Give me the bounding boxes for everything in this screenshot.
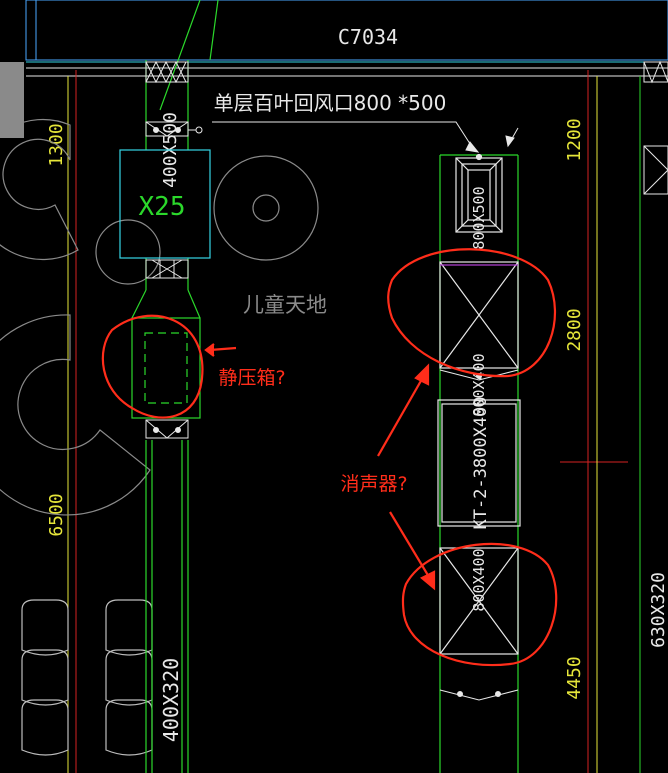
flex-connector-mid — [145, 259, 189, 279]
air-handling-unit — [437, 399, 521, 527]
silencer-lower-circle-mark — [401, 542, 558, 667]
silencer-upper-circle-mark — [387, 248, 557, 378]
plenum-question-label: 静压箱? — [218, 367, 285, 389]
plenum-circle-mark — [101, 314, 204, 419]
plenum-arrow — [209, 346, 237, 352]
room-code-label: C7034 — [338, 25, 398, 49]
exhaust-box-code: X25 — [139, 192, 186, 222]
silencer-question-label: 消声器? — [340, 473, 407, 495]
wall-column-block — [0, 62, 24, 138]
seating-row — [21, 599, 153, 756]
red-annotations — [101, 248, 558, 667]
silencer-upper — [439, 261, 519, 369]
room-name: 儿童天地 — [243, 293, 327, 317]
dimension-right-top: 1200 — [564, 118, 585, 161]
exhaust-box-x25 — [119, 149, 211, 259]
dimension-right-mid: 2800 — [564, 308, 585, 351]
top-wall-frame — [25, 0, 668, 77]
grille-leader-line — [212, 121, 519, 153]
air-handling-unit-label: KT-2-3800X400 — [471, 396, 491, 529]
silencer-upper-label: 800X400 — [470, 353, 488, 416]
silencer-arrow-up — [377, 371, 427, 457]
right-edge-duct-label: 630X320 — [648, 572, 668, 648]
return-grille — [455, 153, 503, 233]
red-grid-lines — [75, 70, 628, 773]
damper-symbol-mid — [145, 419, 189, 439]
silencer-arrow-down — [389, 511, 433, 583]
damper-symbol-top — [145, 121, 203, 137]
flex-connector-top — [145, 60, 189, 84]
dimension-lines — [67, 76, 641, 773]
door-swing-arcs — [0, 118, 319, 516]
right-edge-fixtures — [643, 60, 668, 195]
dimension-right-bottom: 4450 — [564, 656, 585, 699]
silencer-lower-label: 800X400 — [470, 548, 488, 611]
return-grille-label: 单层百叶回风口800 *500 — [214, 91, 447, 115]
left-duct-lower-label: 400X320 — [159, 658, 183, 742]
silencer-lower — [439, 547, 519, 655]
grille-size-label: 800X500 — [470, 186, 488, 249]
